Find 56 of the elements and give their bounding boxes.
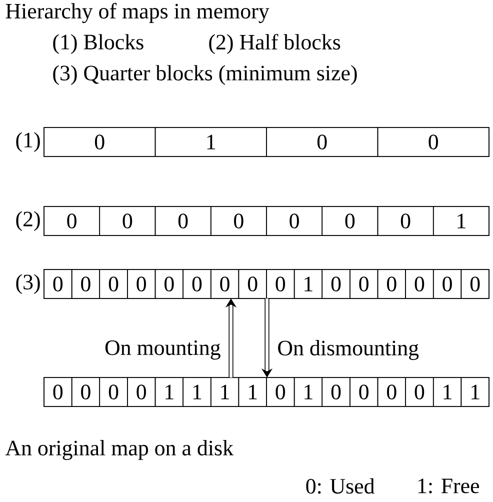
bit-cell: 0 — [182, 269, 212, 299]
edge-label: On dismounting — [276, 339, 420, 361]
caption-text: An original map on a disk — [5, 440, 234, 460]
bit-cell: 1 — [210, 377, 240, 407]
bit-cell: 0 — [266, 206, 323, 236]
bit-cell: 0 — [127, 377, 156, 407]
bit-cell: 0 — [99, 206, 156, 236]
bit-cell: 1 — [460, 377, 490, 407]
bit-cell: 0 — [377, 206, 434, 236]
note-text: (1) Blocks — [53, 34, 144, 54]
bit-cell: 0 — [44, 377, 72, 407]
note-text: 1: Free — [418, 478, 480, 494]
bit-cell: 0 — [210, 206, 267, 236]
bit-cell: 0 — [99, 377, 128, 407]
bit-cell: 0 — [127, 269, 156, 299]
bit-cell: 1 — [154, 127, 267, 157]
bit-cell: 1 — [432, 377, 462, 407]
bit-cell: 1 — [432, 206, 490, 236]
bit-cell: 0 — [322, 377, 350, 407]
bit-cell: 1 — [182, 377, 212, 407]
bit-cell: 0 — [99, 269, 128, 299]
bit-cell: 0 — [350, 377, 378, 407]
edge-label: On mounting — [104, 339, 222, 361]
row-label: (3) — [16, 274, 40, 294]
bit-cell: 1 — [294, 377, 323, 407]
bit-cell: 0 — [266, 377, 295, 407]
bit-cell: 0 — [432, 269, 462, 299]
bit-cell: 1 — [238, 377, 267, 407]
bit-cell: 0 — [377, 269, 406, 299]
bit-cell: 1 — [154, 377, 184, 407]
bit-cell: 0 — [238, 269, 267, 299]
row-label: (1) — [16, 132, 40, 152]
bit-cell: 0 — [322, 269, 350, 299]
title-text: Hierarchy of maps in memory — [6, 2, 270, 24]
bit-cell: 1 — [294, 269, 323, 299]
bit-cell: 0 — [266, 127, 378, 157]
bit-cell: 0 — [266, 269, 295, 299]
bit-cell: 0 — [350, 269, 378, 299]
note-text: (3) Quarter blocks (minimum size) — [53, 65, 357, 85]
bit-cell: 0 — [460, 269, 490, 299]
bit-cell: 0 — [210, 269, 240, 299]
bit-cell: 0 — [154, 269, 184, 299]
bit-cell: 0 — [322, 206, 378, 236]
bit-cell: 0 — [377, 377, 406, 407]
bit-cell: 0 — [71, 377, 100, 407]
bit-cell: 0 — [44, 206, 100, 236]
note-text: (2) Half blocks — [209, 34, 340, 54]
bit-cell: 0 — [44, 269, 72, 299]
note-text: 0: Used — [306, 478, 375, 494]
bit-cell: 0 — [405, 377, 434, 407]
bit-cell: 0 — [405, 269, 434, 299]
bit-cell: 0 — [71, 269, 100, 299]
bit-cell: 0 — [154, 206, 212, 236]
bit-cell: 0 — [377, 127, 490, 157]
bit-cell: 0 — [44, 127, 156, 157]
row-label: (2) — [16, 211, 40, 231]
